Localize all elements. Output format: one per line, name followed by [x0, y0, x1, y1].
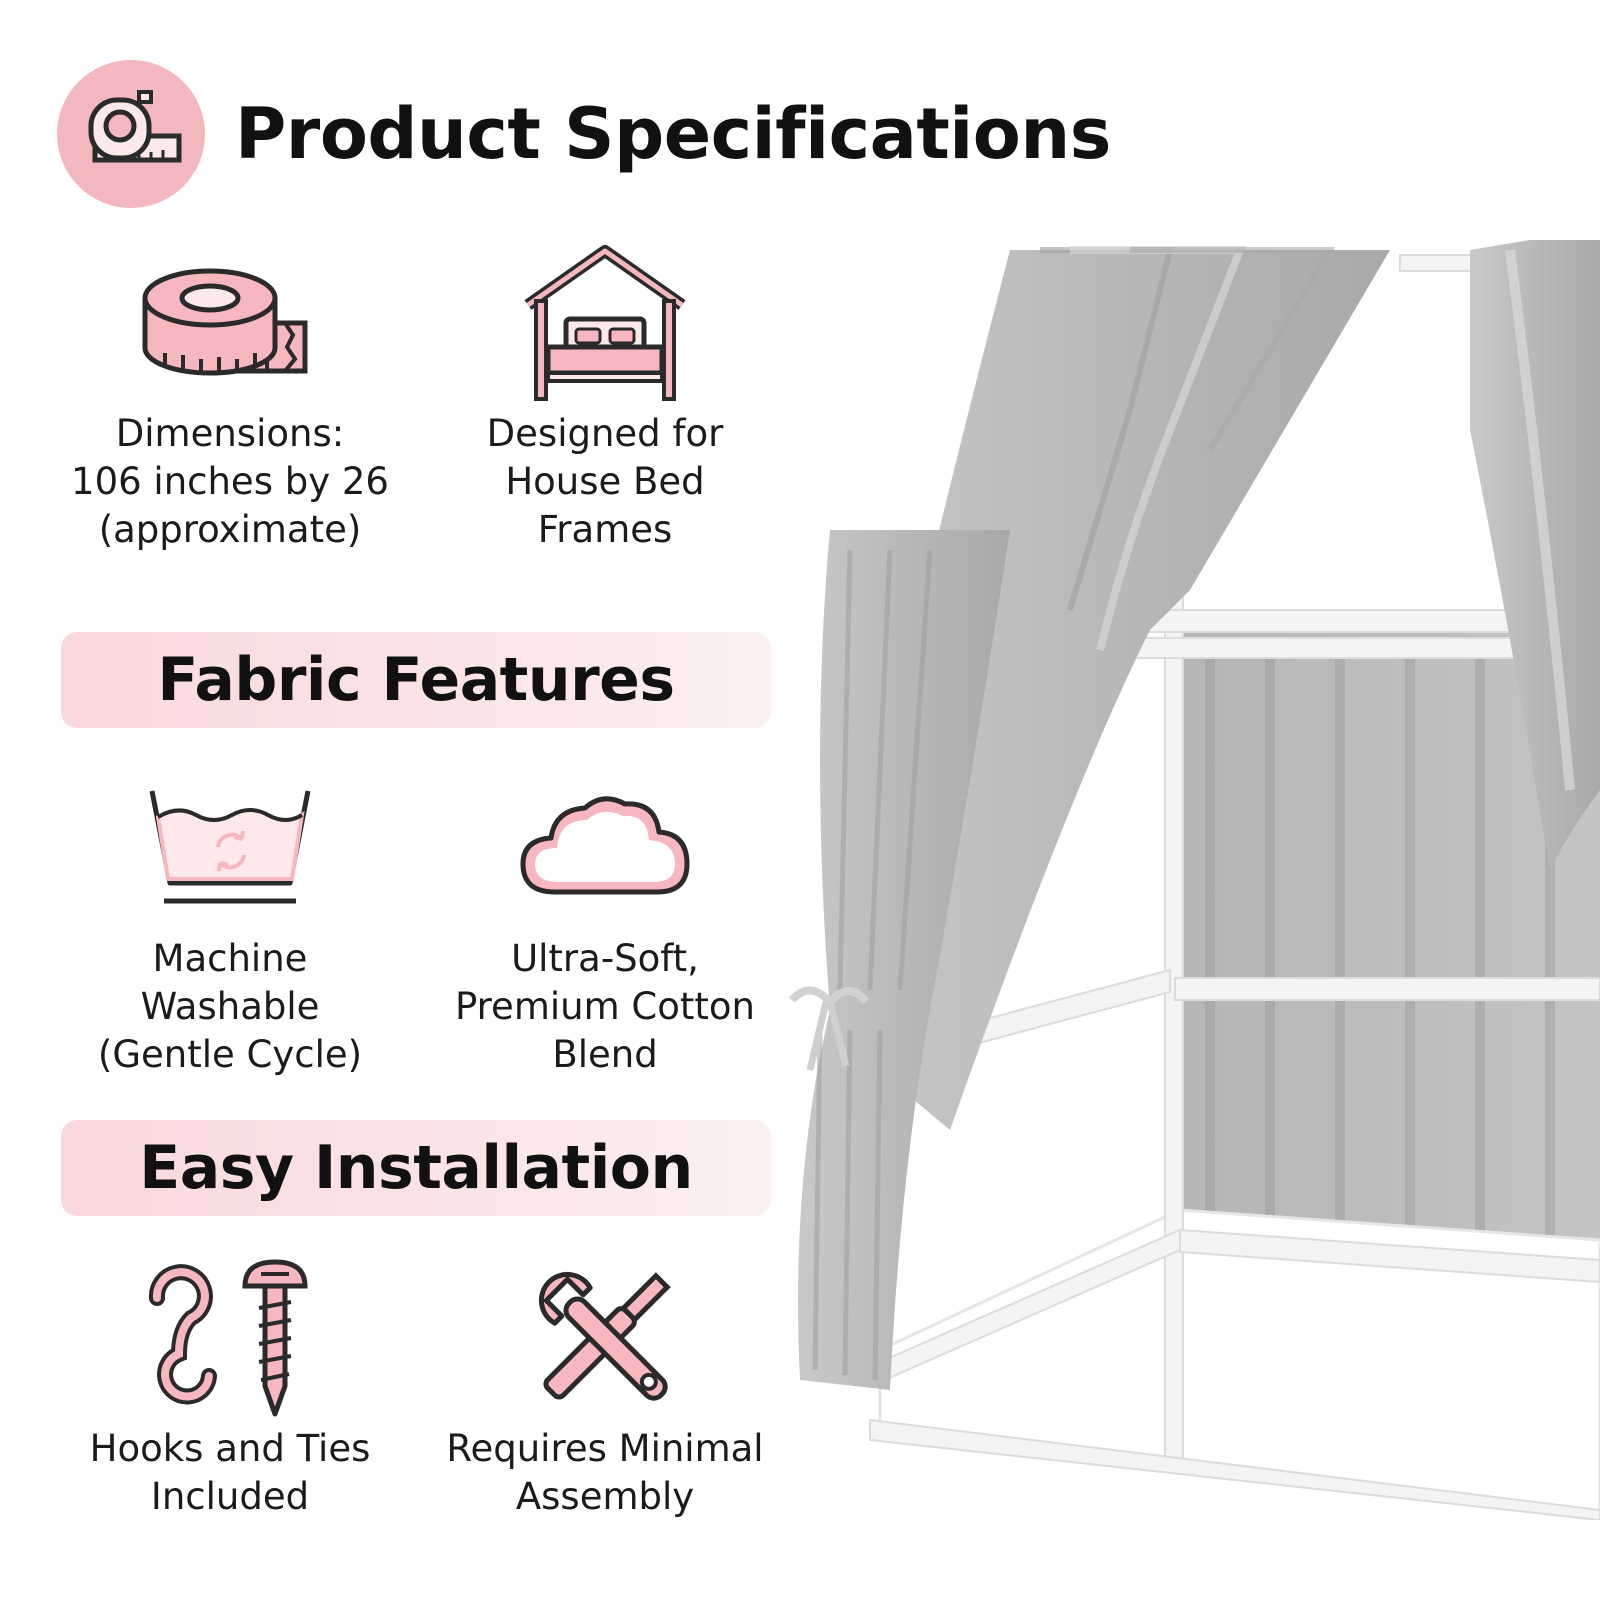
spec-dimensions-caption: Dimensions: 106 inches by 26 (approximat… [71, 412, 389, 551]
install-minimal-assembly: Requires Minimal Assembly [415, 1250, 795, 1521]
feature-machine-washable-caption: Machine Washable (Gentle Cycle) [97, 937, 363, 1076]
wash-tub-icon [149, 790, 311, 903]
page-title: Product Specifications [235, 93, 1111, 175]
feature-ultra-soft: Ultra-Soft, Premium Cotton Blend [415, 760, 795, 1079]
tape-measure-icon [88, 90, 182, 163]
house-bed-icon [524, 244, 686, 401]
install-hooks-ties-caption: Hooks and Ties Included [89, 1427, 371, 1518]
cloud-icon [520, 795, 690, 894]
easy-installation-banner: Easy Installation [61, 1120, 771, 1216]
install-hooks-ties: Hooks and Ties Included [40, 1250, 420, 1521]
easy-installation-title: Easy Installation [139, 1133, 693, 1203]
wrench-screwdriver-icon [538, 1271, 671, 1401]
feature-ultra-soft-caption: Ultra-Soft, Premium Cotton Blend [455, 937, 755, 1076]
feature-machine-washable: Machine Washable (Gentle Cycle) [40, 760, 420, 1079]
fabric-features-title: Fabric Features [157, 645, 675, 715]
header-badge [57, 60, 205, 208]
hook-and-screw-icon [148, 1258, 308, 1416]
measuring-tape-icon [142, 268, 308, 375]
spec-house-bed: Designed for House Bed Frames [415, 235, 795, 554]
house-bed-canopy-illustration [789, 240, 1600, 1520]
install-minimal-assembly-caption: Requires Minimal Assembly [446, 1427, 764, 1518]
spec-dimensions: Dimensions: 106 inches by 26 (approximat… [40, 235, 420, 554]
fabric-features-banner: Fabric Features [61, 632, 771, 728]
spec-house-bed-caption: Designed for House Bed Frames [486, 412, 724, 551]
